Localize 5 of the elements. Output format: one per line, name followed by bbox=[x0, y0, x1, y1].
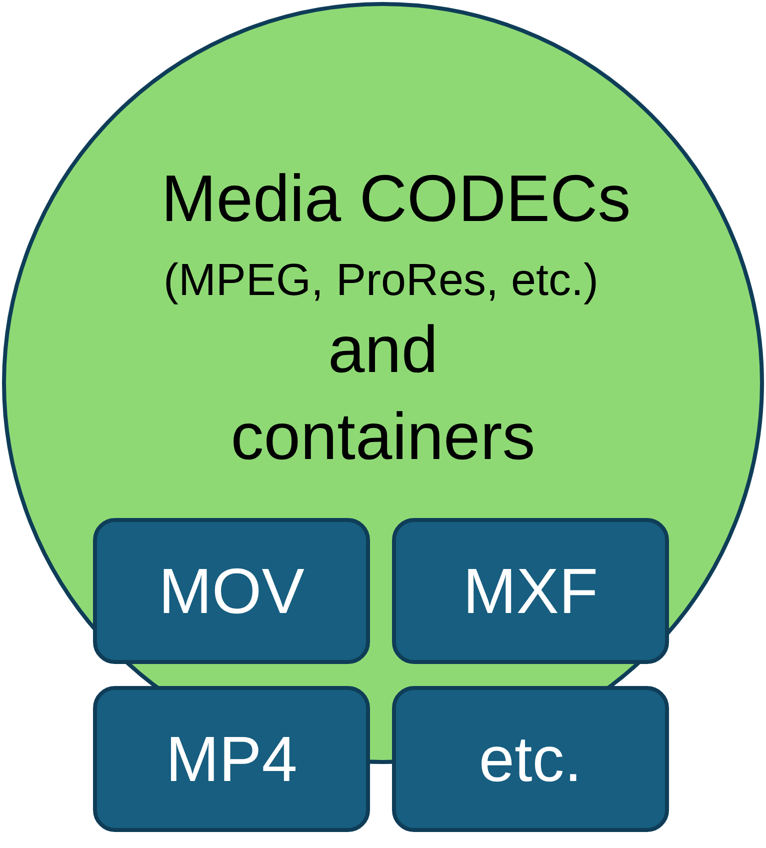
format-box: MP4 bbox=[93, 686, 370, 832]
format-box: etc. bbox=[392, 686, 669, 832]
heading-text: Media CODECs bbox=[160, 160, 632, 236]
subtitle-text: (MPEG, ProRes, etc.) bbox=[162, 253, 600, 307]
body-text: and containers bbox=[230, 311, 536, 475]
